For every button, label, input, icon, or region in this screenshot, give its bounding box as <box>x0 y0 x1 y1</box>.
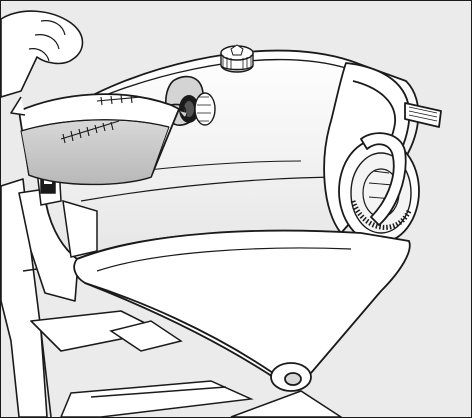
hand <box>1 10 84 116</box>
measuring-jug <box>18 93 188 186</box>
top-knob <box>220 44 254 73</box>
lever-handle <box>360 102 442 226</box>
roller-drum <box>338 138 420 244</box>
jug-scale <box>60 94 142 144</box>
ironing-board <box>73 229 411 392</box>
bottom-shelf <box>60 320 343 417</box>
